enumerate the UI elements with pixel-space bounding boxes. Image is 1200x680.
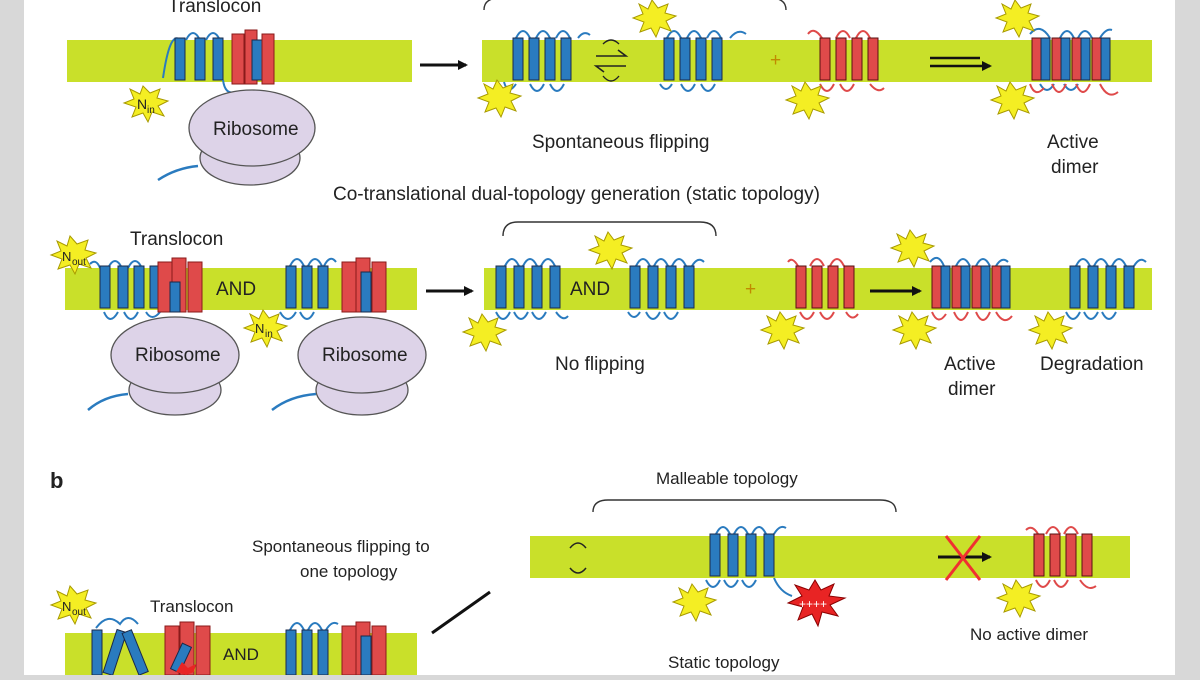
n-terminus-star: [989, 81, 1036, 121]
blue-protein: [503, 30, 591, 92]
n-terminus-star: [784, 81, 831, 121]
bracket: [502, 221, 717, 237]
no-flipping-label: No flipping: [555, 354, 645, 375]
n-terminus-star: [476, 79, 523, 119]
n-terminus-star: [461, 313, 508, 353]
translocon-label: Translocon: [150, 597, 233, 616]
malleable-topology-label: Malleable topology: [656, 469, 798, 488]
translocon-label: Translocon: [130, 229, 223, 250]
translocon: [157, 257, 203, 313]
double-arrow: [930, 56, 992, 71]
dimer-label: dimer: [1051, 157, 1099, 178]
plus-sign: +: [745, 279, 756, 300]
active-dimer: [929, 256, 1013, 322]
degradation-label: Degradation: [1040, 354, 1144, 375]
n-terminus-star: N in: [242, 309, 289, 349]
blue-protein: [495, 258, 569, 320]
red-protein: [807, 29, 885, 92]
tilted-nascent-protein: [91, 617, 149, 677]
nascent-protein: [279, 257, 337, 320]
ribosome: Ribosome: [271, 316, 427, 416]
static-topology-label: Static topology: [668, 653, 780, 672]
ribosome: Ribosome: [87, 316, 240, 416]
and-label: AND: [223, 645, 259, 664]
n-terminus-star: [671, 583, 718, 623]
n-out-subscript: out: [72, 607, 86, 618]
n-out-label: N: [62, 249, 71, 264]
ribosome-label: Ribosome: [322, 345, 408, 366]
dimer-label: dimer: [948, 379, 996, 400]
row-2-static-topology: Co-translational dual-topology generatio…: [49, 184, 1152, 416]
blocked-arrow: [938, 535, 992, 581]
n-terminus-star: [759, 311, 806, 351]
n-out-label: N: [62, 599, 71, 614]
red-protein: [787, 258, 859, 320]
translocon: [341, 621, 387, 676]
translocon: [231, 29, 275, 85]
n-terminus-star: [891, 311, 938, 351]
n-in-label: N: [255, 321, 264, 336]
plus-sign: +: [770, 50, 781, 71]
flip-arrow: [431, 590, 491, 635]
no-active-dimer-label: No active dimer: [970, 625, 1088, 644]
one-topology-label: one topology: [300, 562, 398, 581]
circular-arrows-icon: [569, 542, 587, 574]
nascent-protein: [89, 260, 161, 320]
cotranslational-heading: Co-translational dual-topology generatio…: [333, 184, 820, 205]
n-terminus-star: [1027, 311, 1074, 351]
n-terminus-star: [994, 0, 1041, 39]
blue-protein: [627, 258, 705, 320]
membrane: [530, 536, 1130, 578]
n-terminus-star: [889, 229, 936, 269]
and-label: AND: [216, 279, 256, 300]
n-terminus-star: [587, 231, 634, 271]
n-terminus-star: N in: [122, 85, 170, 124]
bracket: [592, 499, 897, 513]
red-x-icon: [944, 535, 982, 581]
positive-charge-star: ++++: [786, 579, 847, 628]
ribosome-label: Ribosome: [213, 119, 299, 140]
blue-protein: [1065, 258, 1147, 320]
spontaneous-flipping-to-label: Spontaneous flipping to: [252, 537, 430, 556]
spontaneous-flipping-label: Spontaneous flipping: [532, 132, 709, 153]
translocon-label: Translocon: [168, 0, 261, 17]
equilibrium-arrows-icon: [593, 39, 629, 82]
and-label: AND: [570, 279, 610, 300]
ribosome-label: Ribosome: [135, 345, 221, 366]
n-in-subscript: in: [147, 105, 155, 116]
n-in-subscript: in: [265, 329, 273, 340]
active-label: Active: [944, 354, 996, 375]
active-dimer: [1029, 27, 1119, 96]
charges-label: ++++: [799, 597, 827, 611]
translocon: [164, 621, 211, 676]
blue-protein: [705, 525, 793, 597]
n-out-subscript: out: [72, 257, 86, 268]
n-terminus-star: N out: [49, 584, 98, 626]
panel-b-label: b: [50, 468, 63, 493]
red-protein: [1025, 526, 1097, 589]
blue-protein: [659, 30, 747, 92]
panel-b: b Malleable topology Spontaneous flippin…: [49, 468, 1130, 677]
n-terminus-star: N out: [49, 234, 98, 276]
active-label: Active: [1047, 132, 1099, 153]
translocon: [341, 257, 387, 313]
n-terminus-star: [631, 0, 678, 39]
n-terminus-star: [995, 579, 1042, 619]
row-1-dynamic-topology: Translocon Ribosome N in: [67, 0, 1152, 186]
ribosome: Ribosome: [157, 89, 316, 186]
n-in-label: N: [137, 96, 147, 112]
bracket: [483, 0, 787, 11]
